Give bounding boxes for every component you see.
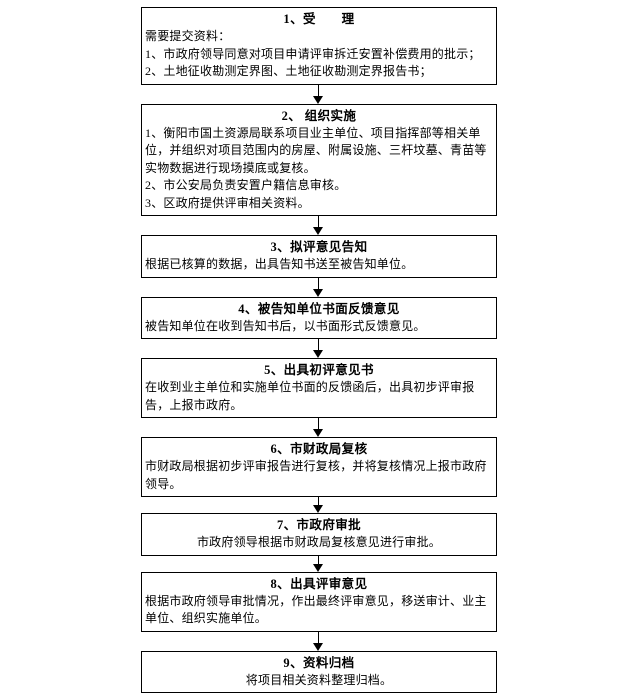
flow-node-title: 9、资料归档 (144, 655, 494, 672)
flow-node-body: 根据已核算的数据，出具告知书送至被告知单位。 (144, 256, 494, 274)
flow-node-body-line: 2、土地征收勘测定界图、土地征收勘测定界报告书； (145, 63, 493, 81)
flow-node-beigaozhi-danwei-shumian-fankui: 4、被告知单位书面反馈意见被告知单位在收到告知书后，以书面形式反馈意见。 (141, 297, 497, 340)
flow-connector-arrow (141, 418, 497, 437)
flow-connector-arrow (141, 339, 497, 358)
flow-connector-arrow (141, 497, 497, 513)
flow-node-body-line: 1、衡阳市国土资源局联系项目业主单位、项目指挥部等相关单位，并组织对项目范围内的… (145, 125, 493, 178)
arrowhead-down-icon (313, 643, 323, 651)
arrowhead-down-icon (313, 564, 323, 572)
flow-node-body: 1、衡阳市国土资源局联系项目业主单位、项目指挥部等相关单位，并组织对项目范围内的… (144, 125, 494, 213)
flow-node-body-line: 根据市政府领导审批情况，作出最终评审意见，移送审计、业主单位、组织实施单位。 (145, 593, 493, 628)
flow-connector-arrow (141, 85, 497, 104)
flow-node-body-line: 市政府领导根据市财政局复核意见进行审批。 (145, 534, 493, 552)
flow-connector-arrow (141, 632, 497, 651)
flow-connector-arrow (141, 278, 497, 297)
flow-node-title: 5、出具初评意见书 (144, 362, 494, 379)
flow-node-shi-caizhengju-fuhe: 6、市财政局复核市财政局根据初步评审报告进行复核，并将复核情况上报市政府领导。 (141, 437, 497, 497)
flowchart-canvas: 1、受 理需要提交资料：1、市政府领导同意对项目申请评审拆迁安置补偿费用的批示；… (0, 0, 635, 663)
flow-node-body-line: 将项目相关资料整理归档。 (145, 672, 493, 690)
flow-node-body-line: 2、市公安局负责安置户籍信息审核。 (145, 177, 493, 195)
flow-node-body: 被告知单位在收到告知书后，以书面形式反馈意见。 (144, 318, 494, 336)
flow-connector-arrow (141, 556, 497, 572)
flow-node-chuju-pingshen-yijian: 8、出具评审意见根据市政府领导审批情况，作出最终评审意见，移送审计、业主单位、组… (141, 572, 497, 632)
flow-node-body: 根据市政府领导审批情况，作出最终评审意见，移送审计、业主单位、组织实施单位。 (144, 593, 494, 628)
flow-node-ziliao-guidang: 9、资料归档将项目相关资料整理归档。 (141, 651, 497, 693)
flow-node-body-line: 需要提交资料： (145, 28, 493, 46)
flow-node-title: 7、市政府审批 (144, 517, 494, 534)
arrowhead-down-icon (313, 289, 323, 297)
flow-node-title: 3、拟评意见告知 (144, 239, 494, 256)
flow-connector-arrow (141, 216, 497, 235)
flow-node-title: 4、被告知单位书面反馈意见 (144, 301, 494, 318)
flow-node-chuju-chuping-yijianshu: 5、出具初评意见书在收到业主单位和实施单位书面的反馈函后，出具初步评审报告，上报… (141, 358, 497, 418)
flow-node-body-line: 3、区政府提供评审相关资料。 (145, 195, 493, 213)
arrowhead-down-icon (313, 227, 323, 235)
flow-node-body-line: 1、市政府领导同意对项目申请评审拆迁安置补偿费用的批示； (145, 46, 493, 64)
flow-node-title: 8、出具评审意见 (144, 576, 494, 593)
flow-node-body: 市财政局根据初步评审报告进行复核，并将复核情况上报市政府领导。 (144, 458, 494, 493)
flow-node-body-line: 被告知单位在收到告知书后，以书面形式反馈意见。 (145, 318, 493, 336)
flowchart-column: 1、受 理需要提交资料：1、市政府领导同意对项目申请评审拆迁安置补偿费用的批示；… (141, 7, 497, 693)
arrowhead-down-icon (313, 429, 323, 437)
flow-node-body-line: 市财政局根据初步评审报告进行复核，并将复核情况上报市政府领导。 (145, 458, 493, 493)
flow-node-body-line: 在收到业主单位和实施单位书面的反馈函后，出具初步评审报告，上报市政府。 (145, 379, 493, 414)
flow-node-shouli: 1、受 理需要提交资料：1、市政府领导同意对项目申请评审拆迁安置补偿费用的批示；… (141, 7, 497, 85)
flow-node-body: 需要提交资料：1、市政府领导同意对项目申请评审拆迁安置补偿费用的批示；2、土地征… (144, 28, 494, 81)
arrowhead-down-icon (313, 505, 323, 513)
arrowhead-down-icon (313, 96, 323, 104)
arrowhead-down-icon (313, 350, 323, 358)
flow-node-body: 在收到业主单位和实施单位书面的反馈函后，出具初步评审报告，上报市政府。 (144, 379, 494, 414)
flow-node-body: 市政府领导根据市财政局复核意见进行审批。 (144, 534, 494, 552)
flow-node-title: 1、受 理 (144, 11, 494, 28)
flow-node-body: 将项目相关资料整理归档。 (144, 672, 494, 690)
flow-node-shi-zhengfu-shenpi: 7、市政府审批市政府领导根据市财政局复核意见进行审批。 (141, 513, 497, 556)
flow-node-title: 6、市财政局复核 (144, 441, 494, 458)
flow-node-niping-yijian-gaozhi: 3、拟评意见告知根据已核算的数据，出具告知书送至被告知单位。 (141, 235, 497, 278)
flow-node-body-line: 根据已核算的数据，出具告知书送至被告知单位。 (145, 256, 493, 274)
flow-node-title: 2、 组织实施 (144, 108, 494, 125)
